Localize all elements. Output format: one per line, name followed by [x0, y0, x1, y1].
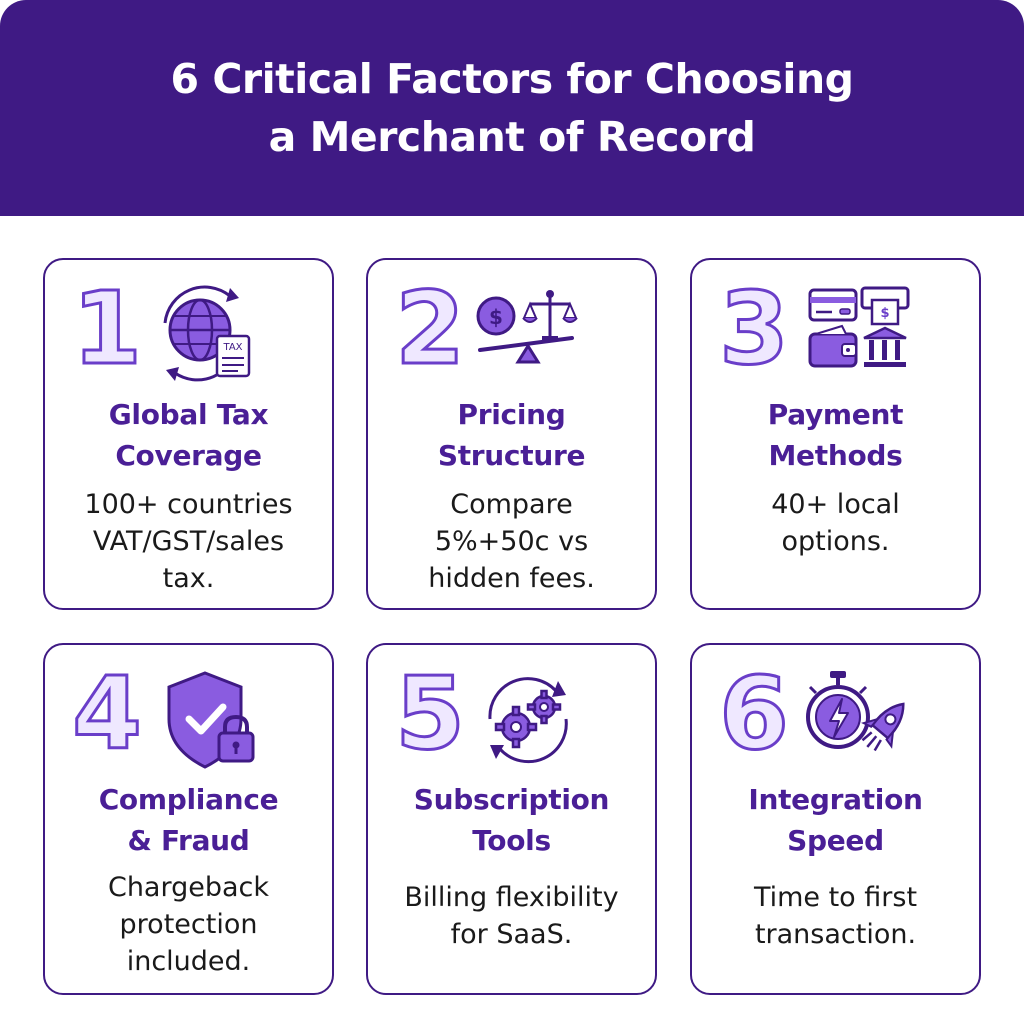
factor-title-line: Compliance — [98, 783, 279, 816]
factor-description-line: transaction. — [754, 919, 917, 950]
factor-title-line: Payment — [767, 398, 904, 431]
dollar-label: $ — [880, 306, 889, 321]
factor-title: Compliance & Fraud — [55, 779, 322, 861]
factor-title: Global Tax Coverage — [55, 394, 322, 476]
pricing-scale-icon: $ — [476, 290, 578, 364]
factor-number: 6 — [718, 655, 791, 772]
factor-description-line: Time to first — [753, 882, 918, 913]
factor-description: Time to first transaction. — [700, 879, 971, 953]
factor-number: 2 — [394, 270, 467, 387]
factor-description: 40+ local options. — [700, 486, 971, 560]
factor-description-line: included. — [126, 946, 251, 977]
globe-tax-icon: TAX — [163, 285, 251, 382]
factor-description-line: 5%+50c vs — [434, 526, 589, 557]
factor-title-line: Subscription — [413, 783, 610, 816]
factor-description-line: hidden fees. — [428, 563, 595, 594]
factor-title-line: Speed — [787, 824, 884, 857]
factor-description-line: Chargeback — [107, 872, 270, 903]
factor-title: Integration Speed — [702, 779, 969, 861]
factor-description-line: protection — [119, 909, 258, 940]
factor-description-line: Compare — [450, 489, 573, 520]
stopwatch-rocket-icon — [806, 671, 905, 752]
factor-description-line: VAT/GST/sales — [92, 526, 285, 557]
factor-number: 5 — [394, 655, 467, 772]
factor-title-line: Tools — [472, 824, 551, 857]
gears-cycle-icon — [488, 677, 568, 764]
factor-title-line: Global Tax — [108, 398, 269, 431]
factor-description: Compare 5%+50c vs hidden fees. — [376, 486, 647, 597]
factor-description: Billing flexibility for SaaS. — [376, 879, 647, 953]
factor-title: Pricing Structure — [378, 394, 645, 476]
factor-card-integration: 6 Integration Speed Time to fir — [690, 643, 981, 995]
factor-number: 4 — [71, 655, 144, 772]
factor-title-line: Integration — [748, 783, 923, 816]
factor-title-line: Pricing — [457, 398, 566, 431]
dollar-label: $ — [489, 305, 503, 329]
factor-description: 100+ countries VAT/GST/sales tax. — [53, 486, 324, 597]
factor-card-subscription: 5 Subscription Tools — [366, 643, 657, 995]
payment-methods-icon: $ — [808, 286, 910, 368]
factor-description-line: tax. — [162, 563, 215, 594]
factor-card-payment-methods: 3 $ Payment Methods 40+ local options. — [690, 258, 981, 610]
shield-lock-icon — [167, 671, 255, 769]
factor-description: Chargeback protection included. — [53, 869, 324, 980]
factor-description-line: 40+ local — [771, 489, 900, 520]
factor-title: Subscription Tools — [378, 779, 645, 861]
factor-description-line: for SaaS. — [450, 919, 573, 950]
tax-label: TAX — [222, 342, 242, 353]
factor-description-line: 100+ countries — [84, 489, 293, 520]
factor-number: 3 — [718, 270, 791, 387]
factor-title-line: Methods — [768, 439, 903, 472]
page-title-line-1: 6 Critical Factors for Choosing — [170, 55, 854, 103]
factor-title-line: & Fraud — [127, 824, 250, 857]
factor-title: Payment Methods — [702, 394, 969, 476]
factor-number: 1 — [71, 270, 144, 387]
factor-card-compliance: 4 Compliance & Fraud Chargeback protecti… — [43, 643, 334, 995]
factor-card-pricing: 2 $ Pricing Structure Compare 5%+50c vs … — [366, 258, 657, 610]
page-title-line-2: a Merchant of Record — [268, 113, 756, 161]
factor-title-line: Coverage — [115, 439, 262, 472]
factor-card-global-tax: 1 TAX Global Tax Coverage 100+ countries… — [43, 258, 334, 610]
factor-description-line: options. — [781, 526, 890, 557]
factor-description-line: Billing flexibility — [404, 882, 619, 913]
factor-title-line: Structure — [437, 439, 586, 472]
header-banner: 6 Critical Factors for Choosing a Mercha… — [0, 0, 1024, 216]
